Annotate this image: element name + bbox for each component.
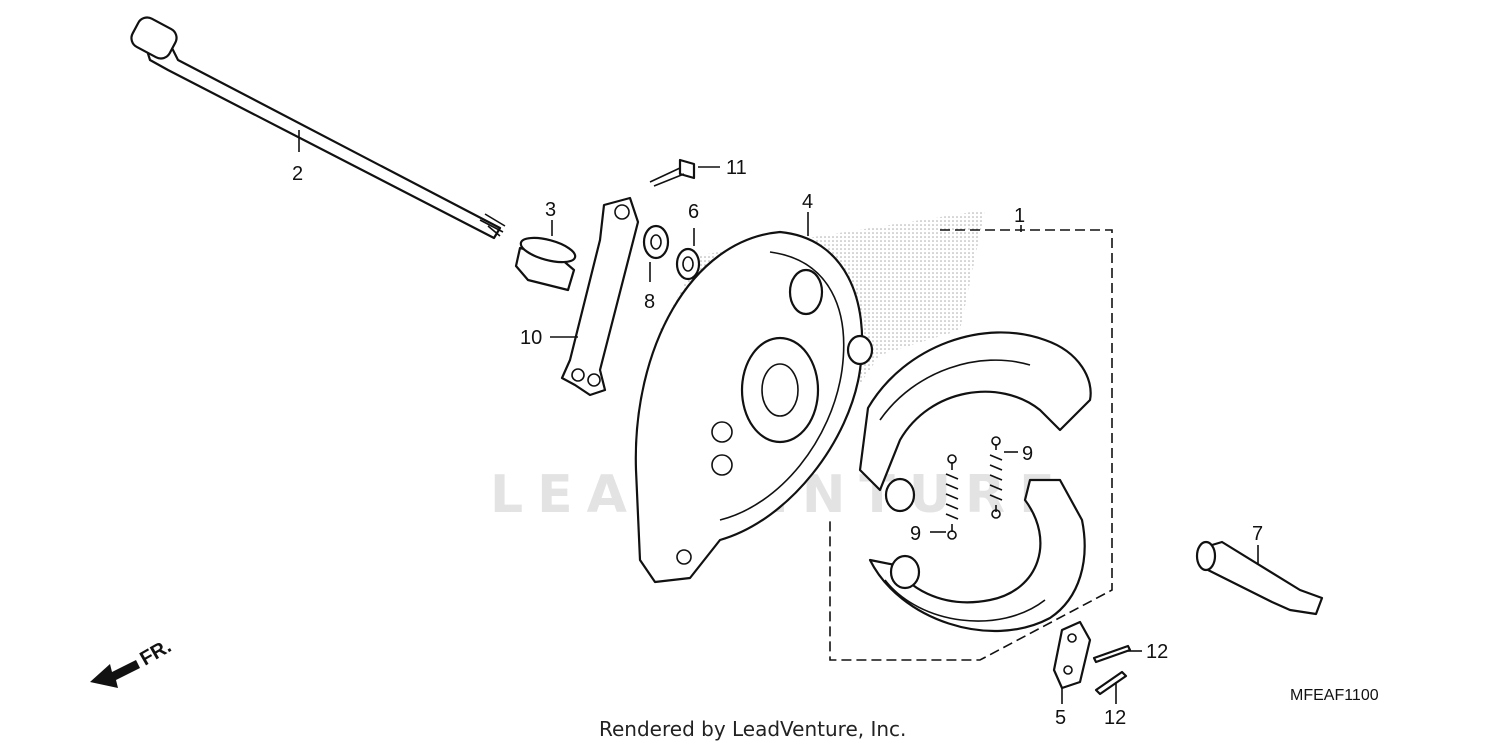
callout-8: 8 [644, 291, 655, 313]
callout-5: 5 [1055, 707, 1066, 729]
axle-part [130, 16, 506, 240]
brake-panel-part [634, 230, 874, 584]
callout-4: 4 [802, 191, 813, 213]
upper-brake-shoe [858, 331, 1092, 513]
callout-10: 10 [520, 327, 542, 349]
diagram-code: MFEAF1100 [1290, 687, 1379, 704]
front-direction-arrow: FR. [90, 635, 175, 688]
bolt-part [649, 158, 696, 187]
footer-credit: Rendered by LeadVenture, Inc. [599, 717, 907, 741]
callout-12-upper: 12 [1146, 641, 1168, 663]
direction-label: FR. [136, 635, 175, 670]
callout-7: 7 [1252, 523, 1263, 545]
callout-11: 11 [726, 157, 747, 179]
callout-1: 1 [1014, 205, 1025, 227]
brake-arm-part [560, 196, 640, 397]
plate-part [1052, 620, 1092, 690]
brake-cam-part [1195, 540, 1324, 616]
callout-9-upper: 9 [1022, 443, 1033, 465]
callout-9-lower: 9 [910, 523, 921, 545]
collar-part [514, 236, 577, 292]
spring-upper [989, 436, 1003, 519]
nut-part [675, 247, 701, 281]
spring-lower [945, 454, 959, 540]
cotter-pin-b [1094, 670, 1128, 696]
lower-brake-shoe [868, 478, 1086, 632]
washer-part [642, 224, 670, 260]
cotter-pin-a [1092, 644, 1132, 664]
callout-12-lower: 12 [1104, 707, 1126, 729]
callout-2: 2 [292, 163, 303, 185]
callout-3: 3 [545, 199, 556, 221]
shoe-set-bracket [829, 225, 1113, 661]
callout-6: 6 [688, 201, 699, 223]
